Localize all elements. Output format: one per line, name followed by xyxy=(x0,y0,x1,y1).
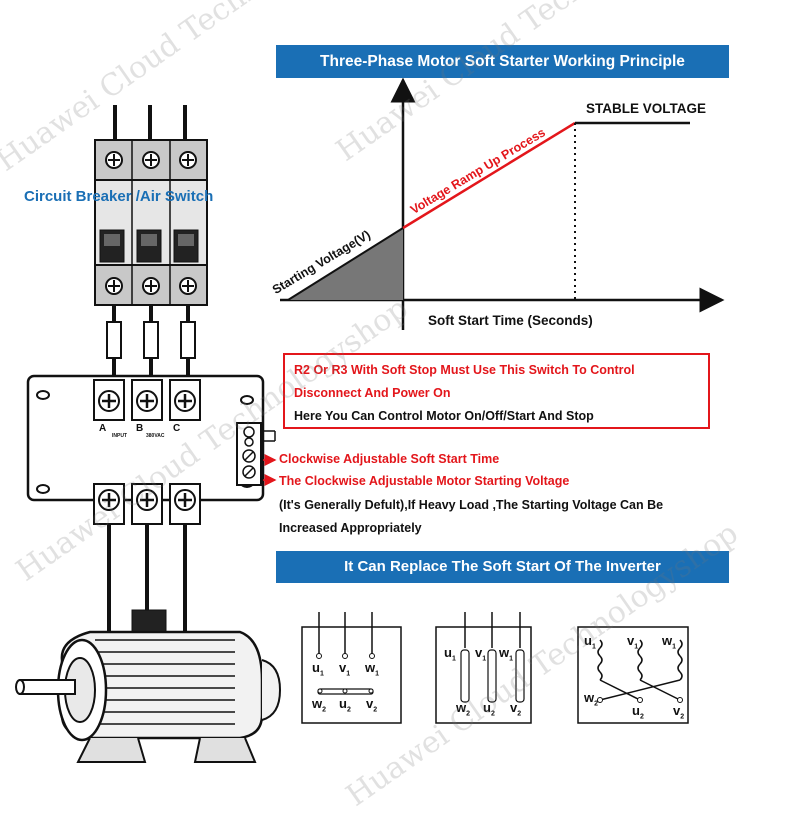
box3-v1: v1 xyxy=(627,633,639,651)
adjust-desc-2: Increased Appropriately xyxy=(279,521,422,535)
wiring-box-2 xyxy=(435,612,532,724)
box3-w1: w1 xyxy=(662,633,677,651)
note-line-3: Here You Can Control Motor On/Off/Start … xyxy=(294,409,594,423)
wiring-box-1 xyxy=(301,612,402,724)
box3-u1: u1 xyxy=(584,633,596,651)
replace-banner: It Can Replace The Soft Start Of The Inv… xyxy=(276,551,729,583)
circuit-breaker xyxy=(94,105,208,378)
box1-w2: w2 xyxy=(312,696,327,714)
note-line-1: R2 Or R3 With Soft Stop Must Use This Sw… xyxy=(294,363,635,377)
note-line-2: Disconnect And Power On xyxy=(294,386,451,400)
three-phase-motor xyxy=(15,609,282,763)
header-banner: Three-Phase Motor Soft Starter Working P… xyxy=(276,45,729,78)
adjust-desc-1: (It's Generally Defult),If Heavy Load ,T… xyxy=(279,498,664,512)
starting-voltage-adjust-label: The Clockwise Adjustable Motor Starting … xyxy=(279,474,570,488)
starter-control-panel xyxy=(236,422,262,486)
box3-u2: u2 xyxy=(632,703,644,721)
box1-v1: v1 xyxy=(339,660,351,678)
terminal-label-c: C xyxy=(173,423,181,434)
box1-u1: u1 xyxy=(312,660,324,678)
ramp-line xyxy=(402,121,576,230)
soft-starter-body xyxy=(26,374,276,525)
soft-start-time-label: Clockwise Adjustable Soft Start Time xyxy=(279,452,500,466)
voltage-ramp-graph xyxy=(280,77,725,330)
breaker-top-screws xyxy=(105,151,197,169)
box1-u2: u2 xyxy=(339,696,351,714)
wiring-box-3 xyxy=(577,626,689,724)
breaker-bottom-screws xyxy=(105,277,197,295)
starter-input-terminals xyxy=(93,379,201,421)
wire-sleeves xyxy=(106,321,196,359)
box3-v2: v2 xyxy=(673,703,685,721)
control-note-box xyxy=(283,353,710,429)
box2-u2: u2 xyxy=(483,700,495,718)
box2-v2: v2 xyxy=(510,700,522,718)
page-title: Three-Phase Motor Soft Starter Working P… xyxy=(320,53,685,70)
input-label: INPUT xyxy=(112,433,127,439)
box2-v1: v1 xyxy=(475,645,487,663)
stable-voltage-label: STABLE VOLTAGE xyxy=(586,101,706,116)
box1-w1: w1 xyxy=(365,660,380,678)
graph-x-label: Soft Start Time (Seconds) xyxy=(428,313,593,328)
box2-w2: w2 xyxy=(456,700,471,718)
terminal-label-b: B xyxy=(136,423,144,434)
breaker-label: Circuit Breaker /Air Switch xyxy=(24,188,214,205)
breaker-toggles xyxy=(99,229,199,263)
voltage-rating-label: 380VAC xyxy=(146,433,165,439)
starter-output-terminals xyxy=(93,483,201,525)
motor-wires xyxy=(107,524,187,640)
box2-u1: u1 xyxy=(444,645,456,663)
terminal-label-a: A xyxy=(99,423,107,434)
box3-w2: w2 xyxy=(584,690,599,708)
box2-w1: w1 xyxy=(499,645,514,663)
box1-v2: v2 xyxy=(366,696,378,714)
replace-title: It Can Replace The Soft Start Of The Inv… xyxy=(344,558,661,575)
